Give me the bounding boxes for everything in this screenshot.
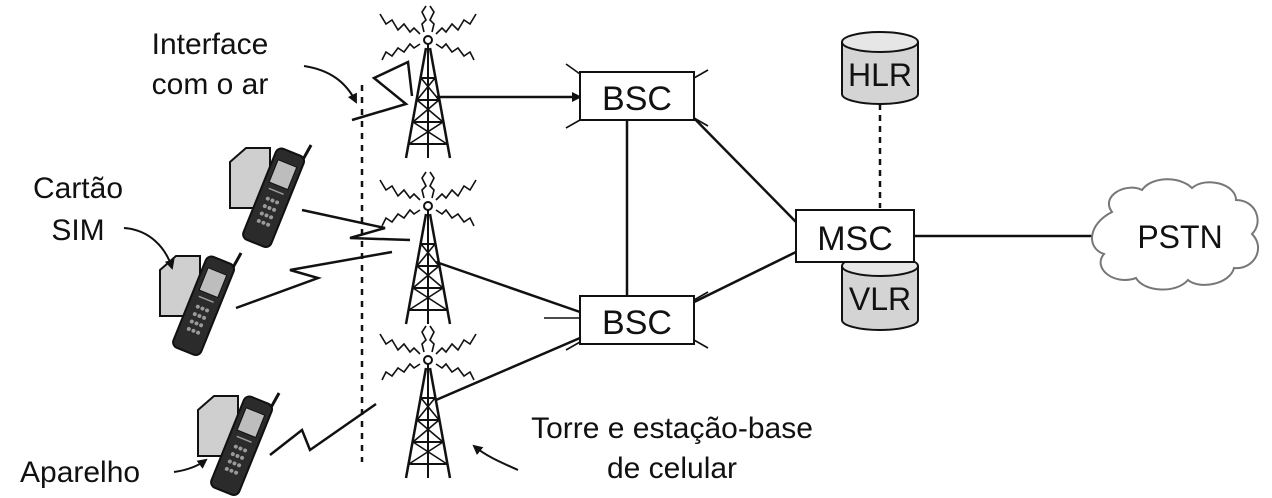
hlr-label: HLR [848,57,912,93]
sim-card-label-line2: SIM [51,214,104,247]
sim-card-label-line1: Cartão [33,172,123,205]
antenna-tower-icon [378,324,478,480]
air-interface-arrow [303,65,357,104]
link-tower3-bsc [435,336,581,402]
msc-node: MSC [795,209,915,263]
bsc-top-node: BSC [565,63,709,129]
link-tower2-bsc [435,260,581,314]
bsc-bottom-node: BSC [544,291,709,351]
link-bsc2-msc [685,250,797,308]
air-interface-label-line1: Interface [152,28,269,61]
radio-link-phone2 [235,250,393,310]
bsc-top-label: BSC [602,80,672,118]
hlr-database: HLR [841,31,919,105]
mobile-phone-icon [196,380,281,498]
pstn-label: PSTN [1137,219,1222,255]
link-bsc1-msc [685,109,797,223]
msc-label: MSC [817,220,893,258]
radio-link-phone1 [301,208,411,242]
vlr-database: VLR [841,255,919,331]
antenna-tower-icon [378,170,478,326]
radio-link-phone3 [269,402,377,456]
tower-caption-line1: Torre e estação-base [531,412,813,445]
air-interface-label-line2: com o ar [152,68,269,101]
mobile-phone-icon [228,132,313,251]
mobile-phone-icon [158,240,243,359]
pstn-cloud: PSTN [1091,178,1259,291]
cloud-icon [1091,178,1259,291]
sim-card-arrow [123,227,175,270]
vlr-label: VLR [849,281,911,317]
handset-arrow [173,458,208,473]
handset-label: Aparelho [20,456,140,489]
tower-caption-arrow [472,444,519,471]
tower-caption-line2: de celular [607,452,737,485]
antenna-tower-icon [378,4,478,160]
bsc-bottom-label: BSC [602,304,672,342]
radio-link-top [351,60,414,122]
